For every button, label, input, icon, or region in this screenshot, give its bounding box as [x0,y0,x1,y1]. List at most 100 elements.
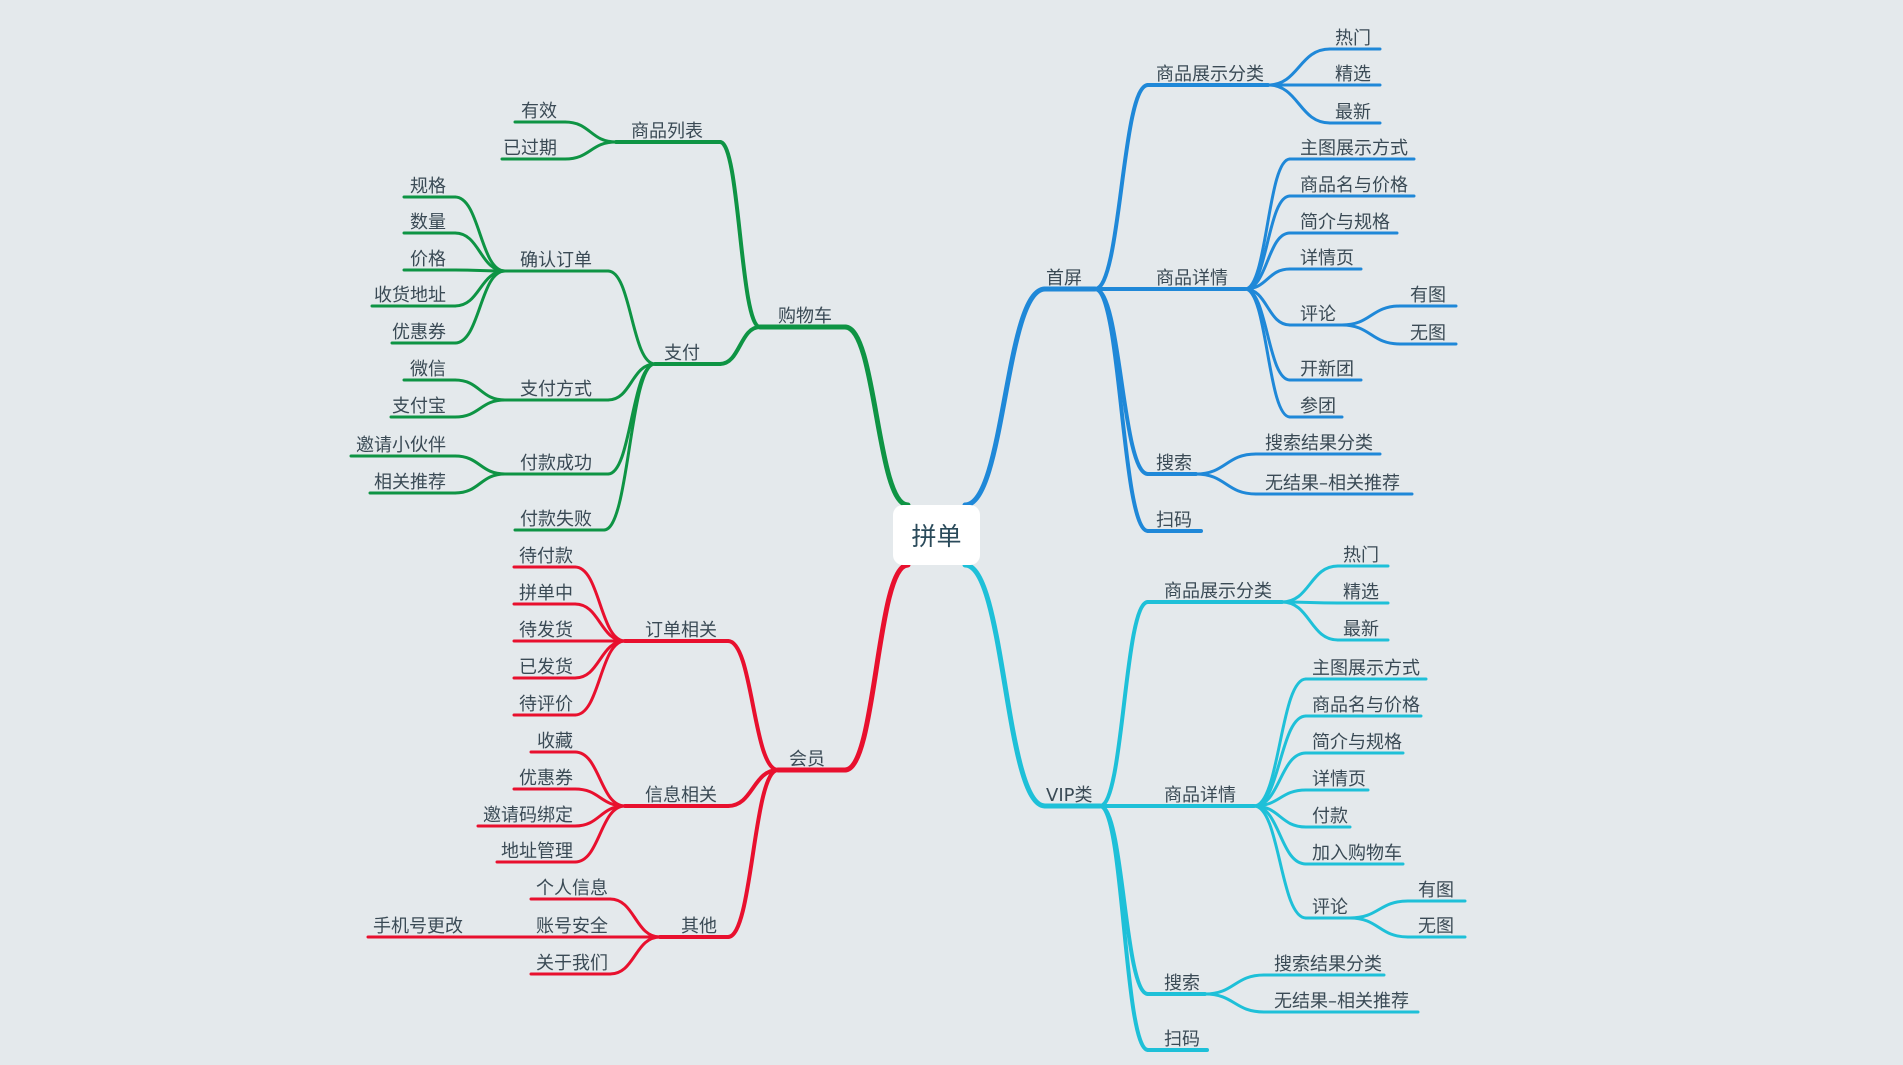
node-label[interactable]: 商品名与价格 [1312,695,1420,716]
node-label[interactable]: 订单相关 [645,620,717,641]
node-label[interactable]: 搜索 [1156,453,1192,474]
connector [563,140,618,161]
connector [1203,973,1266,996]
connector [1266,83,1332,125]
node-label[interactable]: 付款 [1312,806,1348,827]
node-label[interactable]: 扫码 [1156,510,1192,531]
node-label[interactable]: 评论 [1300,304,1336,325]
connector [1093,287,1150,476]
node-label[interactable]: 信息相关 [645,785,717,806]
connector [1098,804,1150,996]
node-label[interactable]: 商品展示分类 [1164,581,1272,602]
connector [573,804,627,864]
node-label[interactable]: 支付 [664,343,700,364]
connector [1093,287,1150,533]
node-label[interactable]: 简介与规格 [1300,212,1390,233]
node-label[interactable]: 邀请小伙伴 [356,435,446,456]
node-label[interactable]: 优惠券 [392,322,446,343]
node-label[interactable]: 有图 [1418,880,1454,901]
node-label[interactable]: 个人信息 [536,878,608,899]
node-label[interactable]: 详情页 [1300,248,1354,269]
node-label[interactable]: 有图 [1410,285,1446,306]
connector [1194,452,1258,476]
node-label[interactable]: 商品详情 [1156,268,1228,289]
node-label[interactable]: 搜索结果分类 [1274,954,1382,975]
connector [1203,992,1266,1014]
node-label[interactable]: 无结果–相关推荐 [1265,473,1400,494]
connector [606,269,657,366]
node-label[interactable]: 扫码 [1164,1029,1200,1050]
node-label[interactable]: 最新 [1335,102,1371,123]
node-label[interactable]: 最新 [1343,619,1379,640]
node-label[interactable]: 参团 [1300,396,1336,417]
node-label[interactable]: 首屏 [1046,268,1082,289]
node-label[interactable]: 商品列表 [631,121,703,142]
connector [1266,47,1332,87]
node-label[interactable]: 数量 [410,212,446,233]
connector [726,768,780,939]
node-label[interactable]: 主图展示方式 [1312,658,1420,679]
root-node[interactable]: 拼单 [893,505,980,565]
node-label[interactable]: 主图展示方式 [1300,138,1408,159]
node-label[interactable]: 有效 [521,101,557,122]
connector [1280,564,1340,604]
connector [726,768,780,808]
node-label[interactable]: 商品详情 [1164,785,1236,806]
root-connector [842,324,911,508]
node-label[interactable]: 规格 [410,176,446,197]
node-label[interactable]: 热门 [1335,28,1371,49]
node-label[interactable]: 简介与规格 [1312,732,1402,753]
node-label[interactable]: 搜索 [1164,973,1200,994]
node-label[interactable]: 相关推荐 [374,472,446,493]
node-label[interactable]: 无图 [1410,323,1446,344]
node-label[interactable]: 支付宝 [392,396,446,417]
node-label[interactable]: 价格 [410,249,446,270]
node-label[interactable]: 确认订单 [520,250,592,271]
node-label[interactable]: 地址管理 [501,841,573,862]
node-label[interactable]: 待付款 [519,546,573,567]
node-label[interactable]: 会员 [789,749,825,770]
node-label[interactable]: 支付方式 [520,379,592,400]
node-label[interactable]: 已发货 [519,657,573,678]
node-label[interactable]: 手机号更改 [373,916,463,937]
connector [453,269,507,308]
node-label[interactable]: 精选 [1343,582,1379,603]
node-label[interactable]: 详情页 [1312,769,1366,790]
node-label[interactable]: 待评价 [519,694,573,715]
connector [573,602,627,643]
node-label[interactable]: 已过期 [503,138,557,159]
connector [608,897,662,939]
node-label[interactable]: 无结果–相关推荐 [1274,991,1409,1012]
node-label[interactable]: 开新团 [1300,359,1354,380]
connector [453,269,507,345]
node-label[interactable]: 收藏 [537,731,573,752]
node-label[interactable]: 待发货 [519,620,573,641]
node-label[interactable]: 购物车 [778,306,832,327]
node-label[interactable]: 付款成功 [520,453,592,474]
node-label[interactable]: 账号安全 [536,916,608,937]
node-label[interactable]: 搜索结果分类 [1265,433,1373,454]
node-label[interactable]: 商品名与价格 [1300,175,1408,196]
node-label[interactable]: 评论 [1312,897,1348,918]
node-label[interactable]: 其他 [681,916,717,937]
node-label[interactable]: 加入购物车 [1312,843,1402,864]
node-label[interactable]: 邀请码绑定 [483,805,573,826]
node-label[interactable]: 精选 [1335,64,1371,85]
node-label[interactable]: 优惠券 [519,768,573,789]
node-label[interactable]: 商品展示分类 [1156,64,1264,85]
node-label[interactable]: 热门 [1343,545,1379,566]
connector [1348,916,1410,939]
node-label[interactable]: 无图 [1418,916,1454,937]
connector [453,378,507,402]
node-label[interactable]: VIP类 [1046,785,1093,806]
node-label[interactable]: 拼单中 [519,583,573,604]
connector [1243,194,1292,291]
connector [453,454,507,476]
node-label[interactable]: 付款失败 [520,509,592,530]
node-label[interactable]: 微信 [410,359,446,380]
connector [1098,804,1150,1052]
node-label[interactable]: 收货地址 [374,285,446,306]
node-label[interactable]: 关于我们 [536,953,608,974]
connector [453,398,507,419]
